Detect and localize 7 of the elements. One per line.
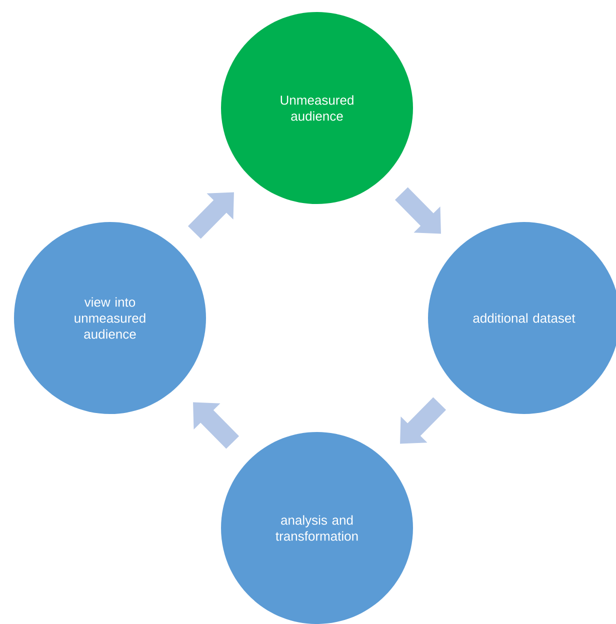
block-arrow bbox=[394, 187, 441, 234]
circle-node: view into unmeasured audience bbox=[14, 222, 206, 414]
block-arrow bbox=[193, 402, 240, 449]
circle-node: Unmeasured audience bbox=[221, 12, 413, 204]
block-arrow bbox=[400, 397, 446, 444]
circle-node: analysis and transformation bbox=[221, 432, 413, 624]
block-arrow bbox=[188, 192, 234, 239]
